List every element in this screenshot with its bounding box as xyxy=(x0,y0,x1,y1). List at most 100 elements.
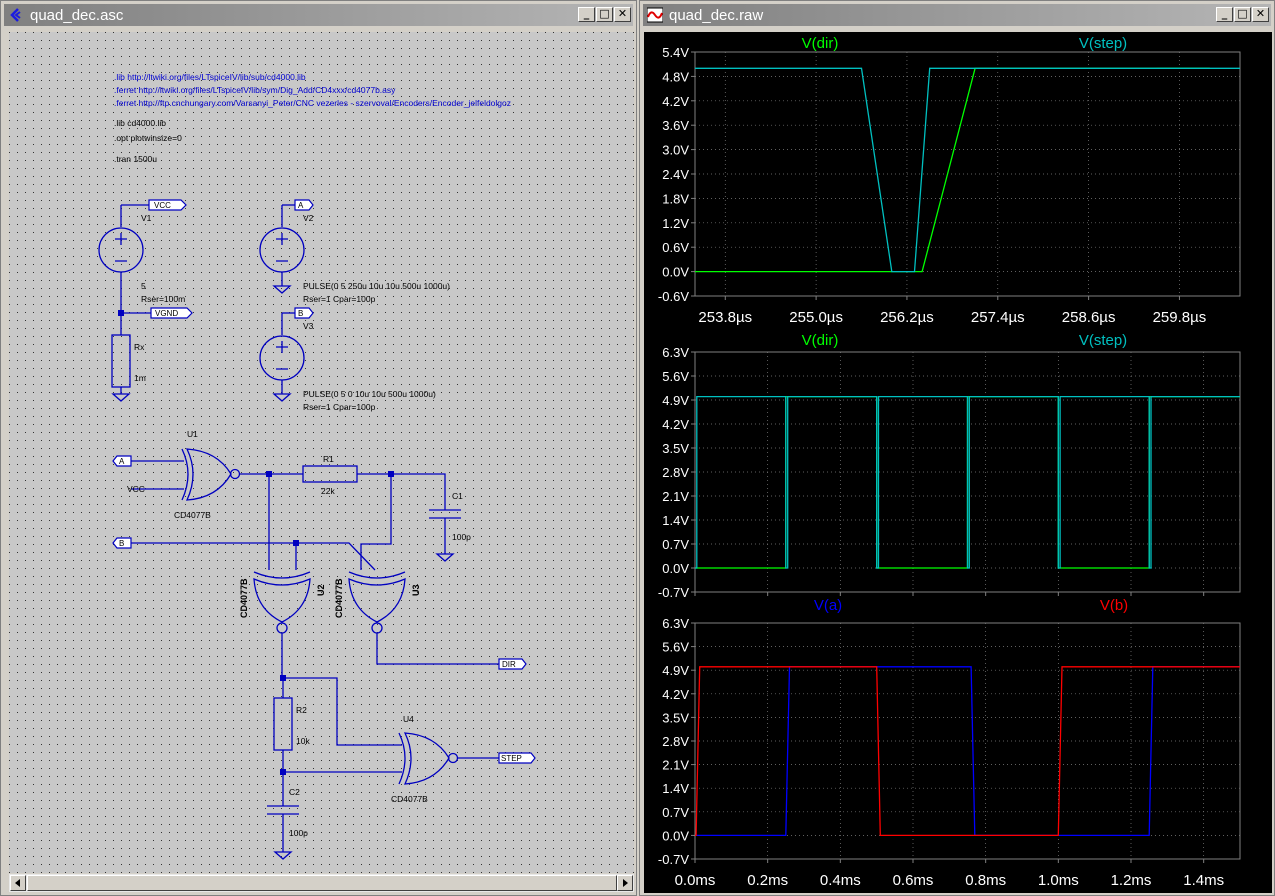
scroll-left-button[interactable] xyxy=(10,875,26,891)
rx-value: 1m xyxy=(134,373,146,383)
legend-entry: V(step) xyxy=(1079,35,1127,52)
x-tick-label: 0.6ms xyxy=(893,872,934,889)
maximize-button[interactable]: □ xyxy=(596,7,613,22)
net-label-vgnd[interactable]: VGND xyxy=(155,309,178,318)
v1-param: Rser=100m xyxy=(141,294,185,304)
v1-value: 5 xyxy=(141,281,146,291)
x-tick-label: 1.0ms xyxy=(1038,872,1079,889)
legend-entry: V(b) xyxy=(1100,597,1128,614)
y-tick-label: 2.8V xyxy=(662,465,689,480)
legend-entry: V(step) xyxy=(1079,332,1127,349)
y-tick-label: 3.6V xyxy=(662,118,689,133)
u4-type: CD4077B xyxy=(391,794,428,804)
x-tick-label: 0.2ms xyxy=(747,872,788,889)
y-tick-label: 3.5V xyxy=(662,710,689,725)
directive-ferret-2: .ferret http://ftp.cnchungary.com/Varsan… xyxy=(114,98,511,108)
directive-tran: .tran 1500u xyxy=(114,154,157,164)
c2-value: 100p xyxy=(289,828,308,838)
c1-value: 100p xyxy=(452,532,471,542)
close-button[interactable]: ✕ xyxy=(1252,7,1269,22)
y-tick-label: 5.4V xyxy=(662,45,689,60)
y-tick-label: 6.3V xyxy=(662,345,689,360)
r2-value: 10k xyxy=(296,736,310,746)
net-label-b-u2[interactable]: B xyxy=(119,539,124,548)
waveform-plot-area[interactable]: 5.4V4.8V4.2V3.6V3.0V2.4V1.8V1.2V0.6V0.0V… xyxy=(644,32,1272,893)
schematic-hscrollbar[interactable] xyxy=(9,874,634,892)
x-tick-label: 1.4ms xyxy=(1183,872,1224,889)
schematic-window[interactable]: quad_dec.asc _ □ ✕ .lib http://ltwiki.or… xyxy=(0,0,637,896)
vcc-input-label: VCC xyxy=(127,484,145,494)
u4-name: U4 xyxy=(403,714,414,724)
y-tick-label: 1.4V xyxy=(662,513,689,528)
series-line-v-a xyxy=(695,666,1240,837)
y-tick-label: 5.6V xyxy=(662,640,689,655)
minimize-button[interactable]: _ xyxy=(1216,7,1233,22)
y-tick-label: 0.0V xyxy=(662,265,689,280)
y-tick-label: 4.8V xyxy=(662,69,689,84)
x-tick-label: 259.8µs xyxy=(1153,309,1207,326)
directive-opt: .opt plotwinsize=0 xyxy=(114,133,182,143)
schematic-icon xyxy=(10,8,21,22)
u2-type: CD4077B xyxy=(239,578,249,618)
v2-name: V2 xyxy=(303,213,314,223)
legend-entry: V(a) xyxy=(814,597,842,614)
net-label-b-v3[interactable]: B xyxy=(298,309,303,318)
c1-name: C1 xyxy=(452,491,463,501)
r1-name: R1 xyxy=(323,454,334,464)
x-tick-label: 1.2ms xyxy=(1111,872,1152,889)
y-tick-label: 2.8V xyxy=(662,734,689,749)
y-tick-label: 1.4V xyxy=(662,781,689,796)
x-tick-label: 0.8ms xyxy=(965,872,1006,889)
net-label-vcc[interactable]: VCC xyxy=(154,201,171,210)
schematic-canvas[interactable]: .lib http://ltwiki.org/files/LTspiceIV/l… xyxy=(9,32,634,873)
schematic-titlebar[interactable]: quad_dec.asc _ □ ✕ xyxy=(4,4,633,26)
net-label-step[interactable]: STEP xyxy=(501,754,522,763)
scroll-right-button[interactable] xyxy=(617,875,633,891)
arrow-left-icon xyxy=(15,879,20,887)
y-tick-label: 1.8V xyxy=(662,191,689,206)
series-line-v-step xyxy=(695,67,1240,273)
scroll-thumb[interactable] xyxy=(27,875,617,891)
r2-name: R2 xyxy=(296,705,307,715)
maximize-button[interactable]: □ xyxy=(1234,7,1251,22)
u3-name: U3 xyxy=(411,584,421,596)
waveform-title: quad_dec.raw xyxy=(669,7,764,24)
x-tick-label: 0.4ms xyxy=(820,872,861,889)
u3-type: CD4077B xyxy=(334,578,344,618)
y-tick-label: 4.2V xyxy=(662,687,689,702)
y-tick-label: -0.7V xyxy=(658,585,689,600)
y-tick-label: 4.2V xyxy=(662,417,689,432)
x-tick-label: 256.2µs xyxy=(880,309,934,326)
directive-lib-local: .lib cd4000.lib xyxy=(114,118,166,128)
y-tick-label: 3.5V xyxy=(662,441,689,456)
y-tick-label: -0.6V xyxy=(658,289,689,304)
legend-entry: V(dir) xyxy=(802,35,839,52)
directive-lib-url: .lib http://ltwiki.org/files/LTspiceIV/l… xyxy=(114,72,306,82)
y-tick-label: 4.2V xyxy=(662,94,689,109)
x-tick-label: 255.0µs xyxy=(789,309,843,326)
u1-type: CD4077B xyxy=(174,510,211,520)
x-tick-label: 257.4µs xyxy=(971,309,1025,326)
net-label-a-u1[interactable]: A xyxy=(119,457,125,466)
x-tick-label: 0.0ms xyxy=(675,872,716,889)
v3-value: PULSE(0 5 0 10u 10u 500u 1000u) xyxy=(303,389,436,399)
net-label-dir[interactable]: DIR xyxy=(502,660,516,669)
series-line-v-step xyxy=(695,395,1240,569)
y-tick-label: 2.1V xyxy=(662,758,689,773)
x-tick-label: 253.8µs xyxy=(698,309,752,326)
net-label-a-v2[interactable]: A xyxy=(298,201,304,210)
close-button[interactable]: ✕ xyxy=(614,7,631,22)
plot-pane-1: 5.4V4.8V4.2V3.6V3.0V2.4V1.8V1.2V0.6V0.0V… xyxy=(658,35,1241,326)
y-tick-label: 0.7V xyxy=(662,805,689,820)
waveform-icon xyxy=(647,7,663,23)
minimize-button[interactable]: _ xyxy=(578,7,595,22)
waveform-titlebar[interactable]: quad_dec.raw _ □ ✕ xyxy=(643,4,1271,26)
c2-name: C2 xyxy=(289,787,300,797)
directive-ferret-1: .ferret http://ltwiki.org/files/LTspiceI… xyxy=(114,85,396,95)
r1-value: 22k xyxy=(321,486,335,496)
u2-name: U2 xyxy=(316,584,326,596)
y-tick-label: 6.3V xyxy=(662,616,689,631)
y-tick-label: 2.4V xyxy=(662,167,689,182)
series-line-v-b xyxy=(695,666,1240,837)
